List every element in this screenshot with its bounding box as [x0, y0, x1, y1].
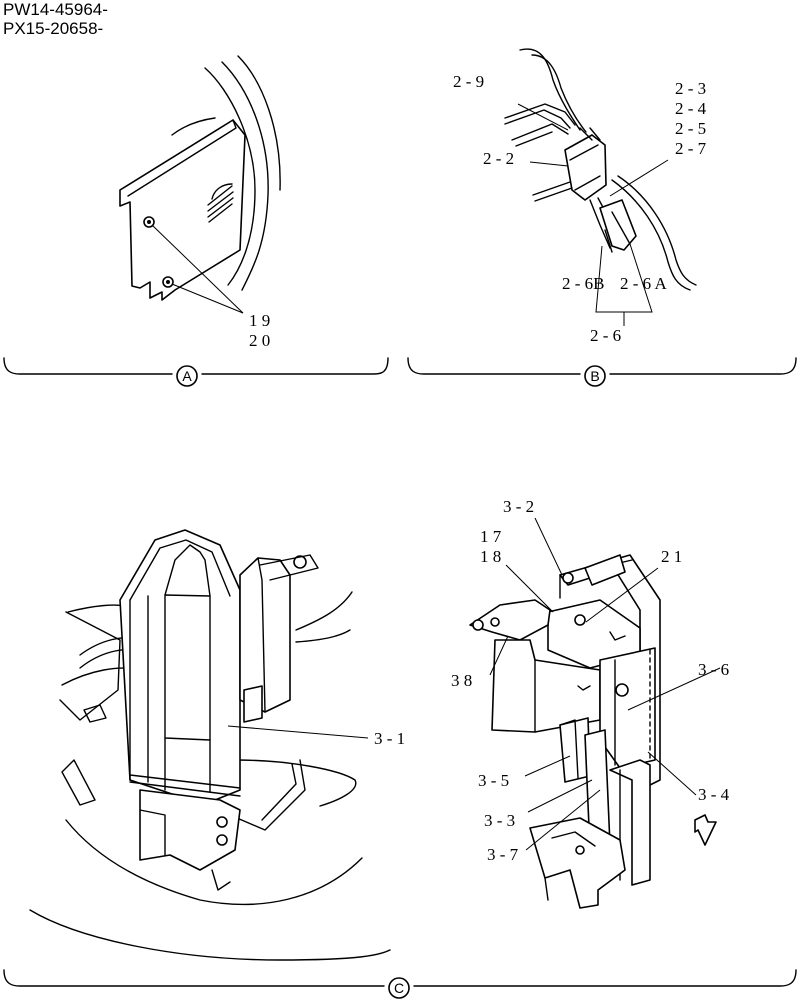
- label-2-3: 2 - 3: [675, 79, 706, 98]
- label-2-6b: 2 - 6B: [562, 274, 605, 293]
- panel-a-drawing: [119, 55, 281, 314]
- bolt-21: [574, 614, 586, 626]
- label-20: 2 0: [249, 331, 270, 350]
- marker-c-label: C: [394, 980, 404, 996]
- marker-b-label: B: [590, 368, 599, 384]
- label-3-1: 3 - 1: [374, 729, 405, 748]
- label-2-6: 2 - 6: [590, 326, 621, 345]
- label-3-7: 3 - 7: [487, 845, 519, 864]
- label-3-2: 3 - 2: [503, 497, 534, 516]
- serial-range-2: PX15-20658-: [3, 19, 103, 38]
- label-2-5: 2 - 5: [675, 119, 706, 138]
- vent-slots: [207, 183, 234, 223]
- bracket-c-left: [3, 969, 385, 987]
- panel-c-right-drawing: [469, 517, 721, 909]
- label-38: 3 8: [451, 671, 472, 690]
- marker-b: [584, 365, 606, 387]
- direction-arrow-icon: [694, 814, 717, 846]
- label-19: 1 9: [249, 311, 270, 330]
- panel-b-drawing: [504, 48, 697, 326]
- label-2-7: 2 - 7: [675, 139, 707, 158]
- bracket-b-right: [609, 357, 797, 375]
- label-17: 1 7: [480, 527, 502, 546]
- bracket-c-right: [413, 969, 797, 987]
- label-3-3: 3 - 3: [484, 811, 515, 830]
- label-21: 2 1: [661, 547, 682, 566]
- panel-c-left-drawing: [29, 529, 391, 961]
- marker-c: [388, 977, 410, 999]
- label-2-6a: 2 - 6 A: [620, 274, 667, 293]
- label-18: 1 8: [480, 547, 501, 566]
- marker-a-label: A: [182, 368, 192, 384]
- label-3-6: 3 - 6: [698, 660, 729, 679]
- bracket-a-right: [201, 357, 389, 375]
- label-3-4: 3 - 4: [698, 785, 730, 804]
- label-3-5: 3 - 5: [478, 771, 509, 790]
- label-2-9: 2 - 9: [453, 72, 484, 91]
- serial-range-1: PW14-45964-: [3, 0, 108, 19]
- marker-a: [176, 365, 198, 387]
- label-2-4: 2 - 4: [675, 99, 707, 118]
- label-2-2: 2 - 2: [483, 149, 514, 168]
- bracket-a-left: [3, 357, 173, 375]
- bracket-b-left: [407, 357, 581, 375]
